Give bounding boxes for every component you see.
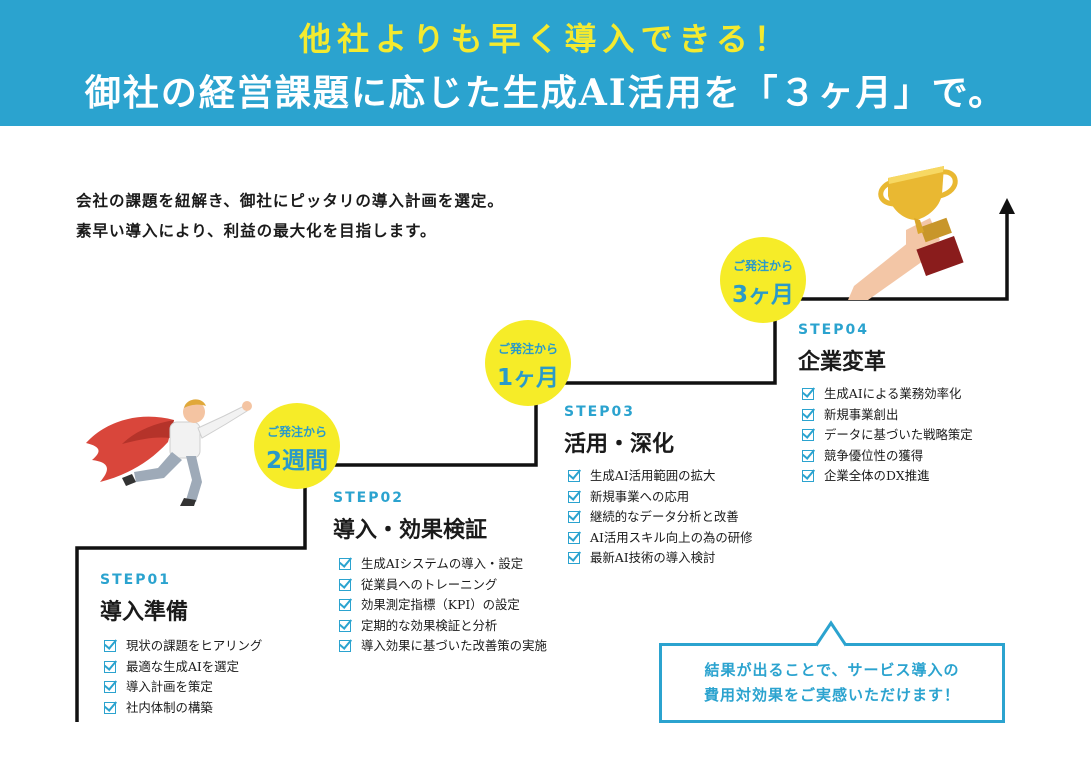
checkbox-check-icon [568,490,580,503]
result-callout: 結果が出ることで、サービス導入の 費用対効果をご実感いただけます！ [659,643,1005,723]
checklist-item-text: データに基づいた戦略策定 [824,427,973,443]
checkbox-check-icon [104,681,116,694]
badge-small-text: ご発注から [266,425,327,439]
checklist-item-text: 最適な生成AIを選定 [126,658,239,674]
checklist-item-text: 競争優位性の獲得 [824,447,924,463]
step02-label: STEP02 [333,490,404,506]
checklist-item: 企業全体のDX推進 [802,466,1022,487]
badge-big-text: 2週間 [265,448,328,474]
checklist-item-text: 新規事業への応用 [590,488,690,504]
badge-2weeks: ご発注から 2週間 [254,403,340,489]
callout-line: 費用対効果をご実感いただけます！ [703,686,960,704]
checklist-item: 新規事業創出 [802,405,1022,426]
callout-line: 結果が出ることで、サービス導入の [704,661,960,679]
checklist-item: 生成AI活用範囲の拡大 [568,466,778,487]
checklist-item-text: 新規事業創出 [824,406,899,422]
checklist-item: 競争優位性の獲得 [802,446,1022,467]
step01-label: STEP01 [100,572,171,588]
checkbox-check-icon [568,470,580,482]
checklist-item-text: AI活用スキル向上の為の研修 [590,529,753,545]
checklist-item-text: 導入効果に基づいた改善策の実施 [361,638,547,654]
badge-small-text: ご発注から [732,259,793,273]
badge-big-text: 3ヶ月 [731,282,794,308]
checklist-item-text: 生成AIシステムの導入・設定 [361,556,524,571]
checklist-item: 生成AIによる業務効率化 [802,384,1022,405]
step04-label: STEP04 [798,322,869,338]
checkbox-check-icon [339,599,351,612]
checkbox-check-icon [568,552,580,565]
header-banner: 他社よりも早く導入できる！ 御社の経営課題に応じた生成AI活用を「３ヶ月」で。 [0,0,1091,126]
checkbox-check-icon [339,558,351,570]
checkbox-check-icon [104,660,116,673]
badge-3months: ご発注から 3ヶ月 [720,237,806,323]
checklist-item-text: 従業員へのトレーニング [361,576,498,592]
checklist-item: 効果測定指標（KPI）の設定 [339,595,561,616]
intro-line: 素早い導入により、利益の最大化を目指します。 [76,222,437,240]
checklist-item: 導入計画を策定 [104,677,304,698]
trophy-hand-illustration [848,166,964,300]
checkbox-check-icon [802,408,814,421]
checklist-item-text: 効果測定指標（KPI）の設定 [361,597,520,613]
checklist-item-text: 生成AIによる業務効率化 [824,386,962,401]
checkbox-check-icon [802,429,814,442]
checklist-item: 継続的なデータ分析と改善 [568,507,778,528]
checklist-item: 定期的な効果検証と分析 [339,616,561,637]
checkbox-check-icon [104,640,116,652]
checkbox-check-icon [339,640,351,653]
header-title: 御社の経営課題に応じた生成AI活用を「３ヶ月」で。 [84,72,1007,114]
step02-checklist: 生成AIシステムの導入・設定 従業員へのトレーニング 効果測定指標（KPI）の設… [339,554,561,656]
step02-title: 導入・効果検証 [333,517,488,543]
checklist-item: データに基づいた戦略策定 [802,425,1022,446]
step03-checklist: 生成AI活用範囲の拡大 新規事業への応用 継続的なデータ分析と改善 AI活用スキ… [568,466,778,569]
checkbox-check-icon [802,470,814,483]
checklist-item-text: 企業全体のDX推進 [824,468,930,484]
checklist-item: AI活用スキル向上の為の研修 [568,528,778,549]
header-tagline: 他社よりも早く導入できる！ [299,20,792,58]
step01-title: 導入準備 [100,599,189,625]
checklist-item-text: 生成AI活用範囲の拡大 [590,468,716,483]
intro-text: 会社の課題を紐解き、御社にピッタリの導入計画を選定。 素早い導入により、利益の最… [76,186,504,246]
checklist-item: 従業員へのトレーニング [339,575,561,596]
intro-line: 会社の課題を紐解き、御社にピッタリの導入計画を選定。 [76,192,504,210]
superhero-illustration [86,399,252,506]
checklist-item-text: 最新AI技術の導入検討 [590,550,716,566]
checklist-item: 導入効果に基づいた改善策の実施 [339,636,561,656]
badge-small-text: ご発注から [497,342,558,356]
checklist-item-text: 社内体制の構築 [126,699,213,715]
badge-big-text: 1ヶ月 [496,365,559,391]
checklist-item-text: 導入計画を策定 [126,679,213,695]
checklist-item: 最適な生成AIを選定 [104,657,304,678]
step01-checklist: 現状の課題をヒアリング 最適な生成AIを選定 導入計画を策定 社内体制の構築 [104,636,304,718]
checklist-item: 新規事業への応用 [568,487,778,508]
checklist-item: 最新AI技術の導入検討 [568,548,778,569]
checklist-item-text: 現状の課題をヒアリング [126,638,263,653]
checklist-item-text: 定期的な効果検証と分析 [361,617,498,633]
checklist-item: 社内体制の構築 [104,698,304,719]
step03-title: 活用・深化 [564,431,675,457]
checklist-item: 現状の課題をヒアリング [104,636,304,657]
arrow-up-icon [999,198,1015,214]
callout-tail [814,620,848,647]
checkbox-check-icon [802,388,814,400]
checkbox-check-icon [568,511,580,524]
step03-label: STEP03 [564,404,635,420]
checkbox-check-icon [339,619,351,632]
badge-1month: ご発注から 1ヶ月 [485,320,571,406]
checklist-item: 生成AIシステムの導入・設定 [339,554,561,575]
checkbox-check-icon [339,578,351,591]
checklist-item-text: 継続的なデータ分析と改善 [590,509,739,525]
checkbox-check-icon [568,531,580,544]
step04-checklist: 生成AIによる業務効率化 新規事業創出 データに基づいた戦略策定 競争優位性の獲… [802,384,1022,487]
checkbox-check-icon [802,449,814,462]
checkbox-check-icon [104,701,116,714]
step04-title: 企業変革 [798,349,887,375]
